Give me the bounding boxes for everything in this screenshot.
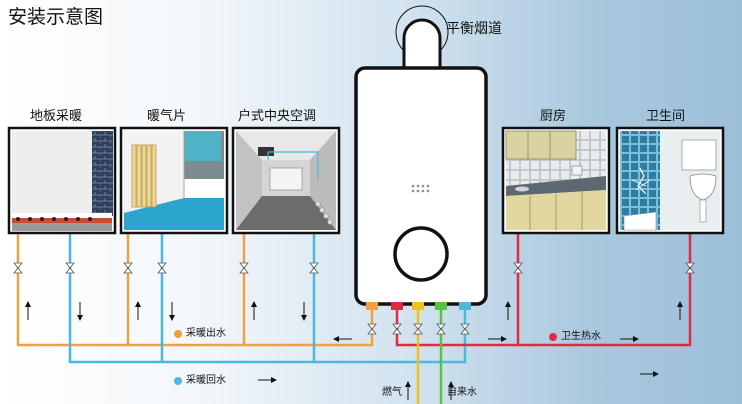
boiler-dial xyxy=(393,226,449,282)
legend-heating-return-label: 采暖回水 xyxy=(186,375,226,386)
valves xyxy=(13,262,695,335)
room-radiator xyxy=(119,126,229,235)
room-bathroom xyxy=(615,126,725,235)
room-central-ac xyxy=(231,126,341,235)
legend-heating-out-label: 采暖出水 xyxy=(186,328,226,339)
boiler xyxy=(354,5,488,310)
connector-heating-return xyxy=(459,302,471,310)
tap-water-label: 自来水 xyxy=(447,387,477,398)
room-label-central-ac: 户式中央空调 xyxy=(238,109,317,124)
room-label-kitchen: 厨房 xyxy=(540,109,567,124)
legend-hot-water-dot xyxy=(549,333,557,341)
legend-heating-out-dot xyxy=(174,330,182,338)
flow-arrows xyxy=(25,301,683,400)
legend-hot-water-label: 卫生热水 xyxy=(561,331,601,342)
flue-label: 平衡烟道 xyxy=(446,21,502,37)
indicator-dots xyxy=(411,184,430,193)
room-floor-heating xyxy=(7,126,117,235)
radiator-unit xyxy=(131,144,157,208)
gas-label: 燃气 xyxy=(382,387,402,398)
legend-heating-return-dot xyxy=(174,377,182,385)
flue-pipe xyxy=(402,18,442,72)
connector-heating-out xyxy=(366,302,378,310)
room-label-bathroom: 卫生间 xyxy=(646,109,686,124)
connector-tap-water xyxy=(435,302,447,310)
boiler-body xyxy=(354,66,488,306)
page-title: 安装示意图 xyxy=(8,6,104,28)
room-label-radiator: 暖气片 xyxy=(147,109,187,124)
connector-gas xyxy=(412,302,424,310)
connector-hot-water xyxy=(391,302,403,310)
room-kitchen xyxy=(501,126,611,235)
room-label-floor-heating: 地板采暖 xyxy=(30,109,83,124)
